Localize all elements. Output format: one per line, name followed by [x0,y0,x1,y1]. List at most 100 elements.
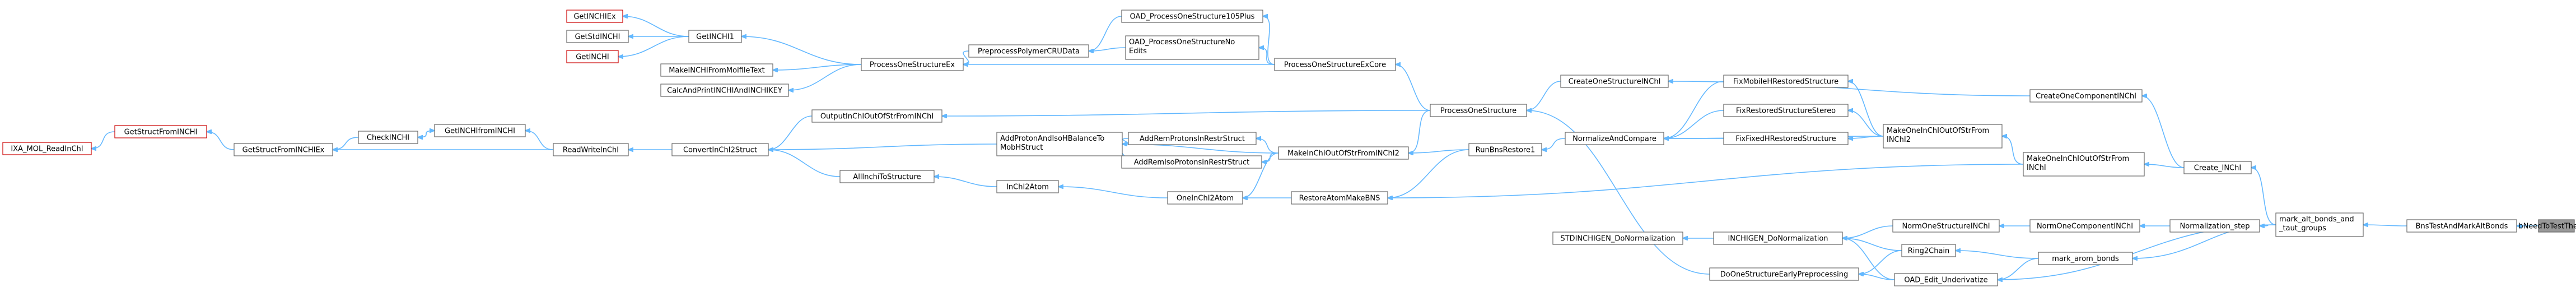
graph-node-processonestructureex[interactable]: ProcessOneStructureEx [861,58,964,71]
node-box [996,180,1059,193]
graph-node-getstructfrominchiex[interactable]: GetStructFromINCHIEx [234,143,333,156]
graph-edge [1848,136,1884,138]
graph-node-fixmobilehrestoredstructure[interactable]: FixMobileHRestoredStructure [1723,75,1849,88]
graph-edge [618,36,689,57]
graph-node-fixfixedhrestoredstructure[interactable]: FixFixedHRestoredStructure [1723,132,1849,145]
graph-node-createonestructureinchi[interactable]: CreateOneStructureINChI [1560,75,1669,88]
graph-node-getinchifrominchi[interactable]: GetINCHIfromINCHI [434,124,526,137]
graph-node-makeinchifrommolfiletext[interactable]: MakeINCHIFromMolfileText [660,63,773,77]
node-label: CreateOneComponentINChI [2036,92,2136,101]
node-label: IXA_MOL_ReadInChI [11,145,83,154]
graph-node-readwriteinchi[interactable]: ReadWriteInChI [553,143,629,156]
node-label: DoOneStructureEarlyPreprocessing [1720,271,1848,279]
graph-edge [1998,258,2039,280]
node-label: GetINCHI [576,53,609,62]
graph-node-oad-edit-underivatize[interactable]: OAD_Edit_Underivatize [1894,273,1998,286]
graph-node-ring2chain[interactable]: Ring2Chain [1901,244,1956,257]
node-box [1723,132,1849,145]
graph-edge [207,132,235,150]
graph-edge [1396,64,1431,111]
node-label: NormOneComponentINChI [2037,223,2133,231]
graph-node-normonestructureinchi[interactable]: NormOneStructureINChI [1892,219,2000,233]
node-box [1278,146,1409,160]
node-box [2538,219,2575,233]
graph-node-getinchi[interactable]: GetINCHI [566,50,619,63]
graph-node-restoreatommakebns[interactable]: RestoreAtomMakeBNS [1291,191,1388,205]
graph-node-bnstestandmarkaltbonds[interactable]: BnsTestAndMarkAltBonds [2406,219,2517,233]
node-label: AddRemProtonsInRestrStruct [1140,135,1245,144]
node-box [1291,191,1388,205]
graph-node-outputinchioutofstrfrominchi[interactable]: OutputInChIOutOfStrFromINChI [811,109,942,123]
node-label: BnsTestAndMarkAltBonds [2416,223,2508,231]
graph-node-processonestructureexcore[interactable]: ProcessOneStructureExCore [1274,58,1396,71]
node-box [1552,232,1683,245]
graph-edge [1089,47,1126,51]
graph-edge [1089,16,1122,51]
graph-node-checkinchi[interactable]: CheckINCHI [358,131,418,144]
graph-edge [1243,152,1279,198]
graph-edge [2363,225,2407,226]
graph-edge [2142,96,2185,168]
node-label: GetINCHI1 [696,33,734,41]
node-box [1468,143,1542,156]
graph-node-ixa-mol-readinchi[interactable]: IXA_MOL_ReadInChI [2,142,92,155]
graph-edge [934,177,997,187]
graph-edge [623,16,689,37]
graph-node-fixrestoredstructurestereo[interactable]: FixRestoredStructureStereo [1723,104,1849,117]
graph-node-createonecomponentinchi[interactable]: CreateOneComponentINChI [2029,89,2143,103]
node-label: RestoreAtomMakeBNS [1299,195,1380,203]
graph-node-getstdinchi[interactable]: GetStdINCHI [566,30,629,43]
graph-edge [768,115,813,150]
node-box [566,50,619,63]
graph-node-makeinchioutofstrfrominchi2[interactable]: MakeInChIOutOfStrFromINChI2 [1278,146,1409,160]
graph-node-calcandprintinchiandinchikey[interactable]: CalcAndPrintINCHIAndINCHIKEY [660,84,789,97]
graph-edge [1388,164,2024,198]
graph-node-create-inchi[interactable]: Create_INChI [2183,161,2252,174]
node-label: MakeINCHIFromMolfileText [669,67,765,75]
graph-node-oad-processonestructure105plus[interactable]: OAD_ProcessOneStructure105Plus [1121,10,1263,23]
node-box [1274,58,1396,71]
node-label: OAD_ProcessOneStructure105Plus [1130,13,1255,21]
node-box [1121,155,1262,169]
graph-node-addremisoprotonsinrestrstruct[interactable]: AddRemIsoProtonsInRestrStruct [1121,155,1262,169]
node-box [811,109,942,123]
graph-node-normonecomponentinchi[interactable]: NormOneComponentINChI [2029,219,2140,233]
node-label: GetINCHIfromINCHI [445,127,515,136]
node-label: GetStdINCHI [575,33,620,41]
graph-node-normalizeandcompare[interactable]: NormalizeAndCompare [1565,132,1664,145]
graph-node-convertinchi2struct[interactable]: ConvertInChI2Struct [671,143,769,156]
graph-node-preprocesspolymercrudata[interactable]: PreprocessPolymerCRUData [968,44,1089,58]
node-label: NormalizeAndCompare [1572,135,1656,144]
node-label: CreateOneStructureINChI [1569,78,1661,86]
graph-node-normalization-step[interactable]: Normalization_step [2169,219,2260,233]
graph-node-mark-alt-bonds-and-taut-groups[interactable]: mark_alt_bonds_and_taut_groups [2275,212,2364,237]
graph-node-stdinchigen-donormalization[interactable]: STDINCHIGEN_DoNormalization [1552,232,1683,245]
graph-node-doonestructureearlypreprocessing[interactable]: DoOneStructureEarlyPreprocessing [1709,267,1859,281]
graph-node-getstructfrominchi[interactable]: GetStructFromINCHI [114,125,207,138]
graph-node-inchi2atom[interactable]: InChI2Atom [996,180,1059,193]
node-label: InChI2Atom [1006,183,1049,192]
node-box [1430,104,1527,117]
node-box [1565,132,1664,145]
graph-node-processonestructure[interactable]: ProcessOneStructure [1430,104,1527,117]
graph-node-allinchitostructure[interactable]: AllInchiToStructure [839,170,935,183]
graph-node-getinchiex[interactable]: GetINCHIEx [566,10,623,23]
node-label: FixRestoredStructureStereo [1736,107,1836,115]
node-label: AddRemIsoProtonsInRestrStruct [1134,159,1249,167]
node-label: ReadWriteInChI [563,146,619,155]
graph-node-mark-arom-bonds[interactable]: mark_arom_bonds [2038,252,2133,265]
node-box [434,124,526,137]
node-box [1713,232,1843,245]
graph-node-addremprotonsinrestrstruct[interactable]: AddRemProtonsInRestrStruct [1128,132,1257,145]
graph-node-getinchi1[interactable]: GetINCHI1 [688,30,742,43]
node-label: NormOneStructureINChI [1902,223,1990,231]
graph-node-runbnsrestore1[interactable]: RunBnsRestore1 [1468,143,1542,156]
graph-node-oneinchi2atom[interactable]: OneInChI2Atom [1167,191,1243,205]
graph-node-inchigen-donormalization[interactable]: INCHIGEN_DoNormalization [1713,232,1843,245]
graph-edge [1256,138,1279,154]
